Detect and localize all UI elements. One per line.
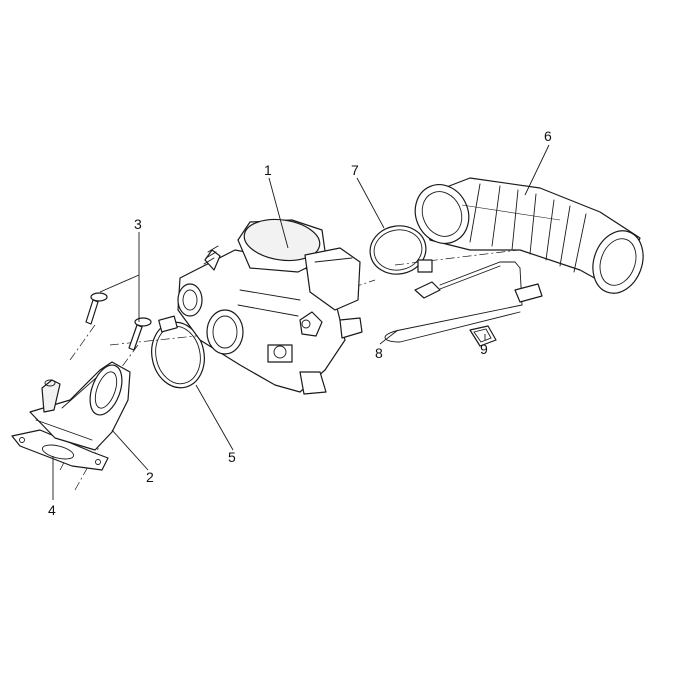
callout-1: 1	[264, 162, 272, 178]
callout-2: 2	[146, 469, 154, 485]
mounting-screw	[85, 292, 108, 325]
callout-7: 7	[351, 162, 359, 178]
callout-9: 9	[480, 341, 488, 357]
gasket-plate	[11, 429, 109, 471]
callout-labels: 1 2 3 4 5 6 7 8 9	[48, 128, 552, 518]
intake-manifold	[29, 361, 131, 451]
callout-8: 8	[375, 345, 383, 361]
carburetor	[177, 218, 363, 395]
callout-5: 5	[228, 449, 236, 465]
air-intake-duct	[414, 177, 644, 294]
hose-clamp-large	[369, 225, 433, 275]
hose-clamp-small	[151, 315, 205, 389]
callout-3: 3	[134, 216, 142, 232]
mounting-screw	[128, 317, 152, 351]
leader-lines	[52, 144, 550, 500]
callout-4: 4	[48, 502, 56, 518]
callout-6: 6	[544, 128, 552, 144]
wiring-harness	[384, 261, 543, 343]
bracket-clip	[469, 325, 497, 347]
